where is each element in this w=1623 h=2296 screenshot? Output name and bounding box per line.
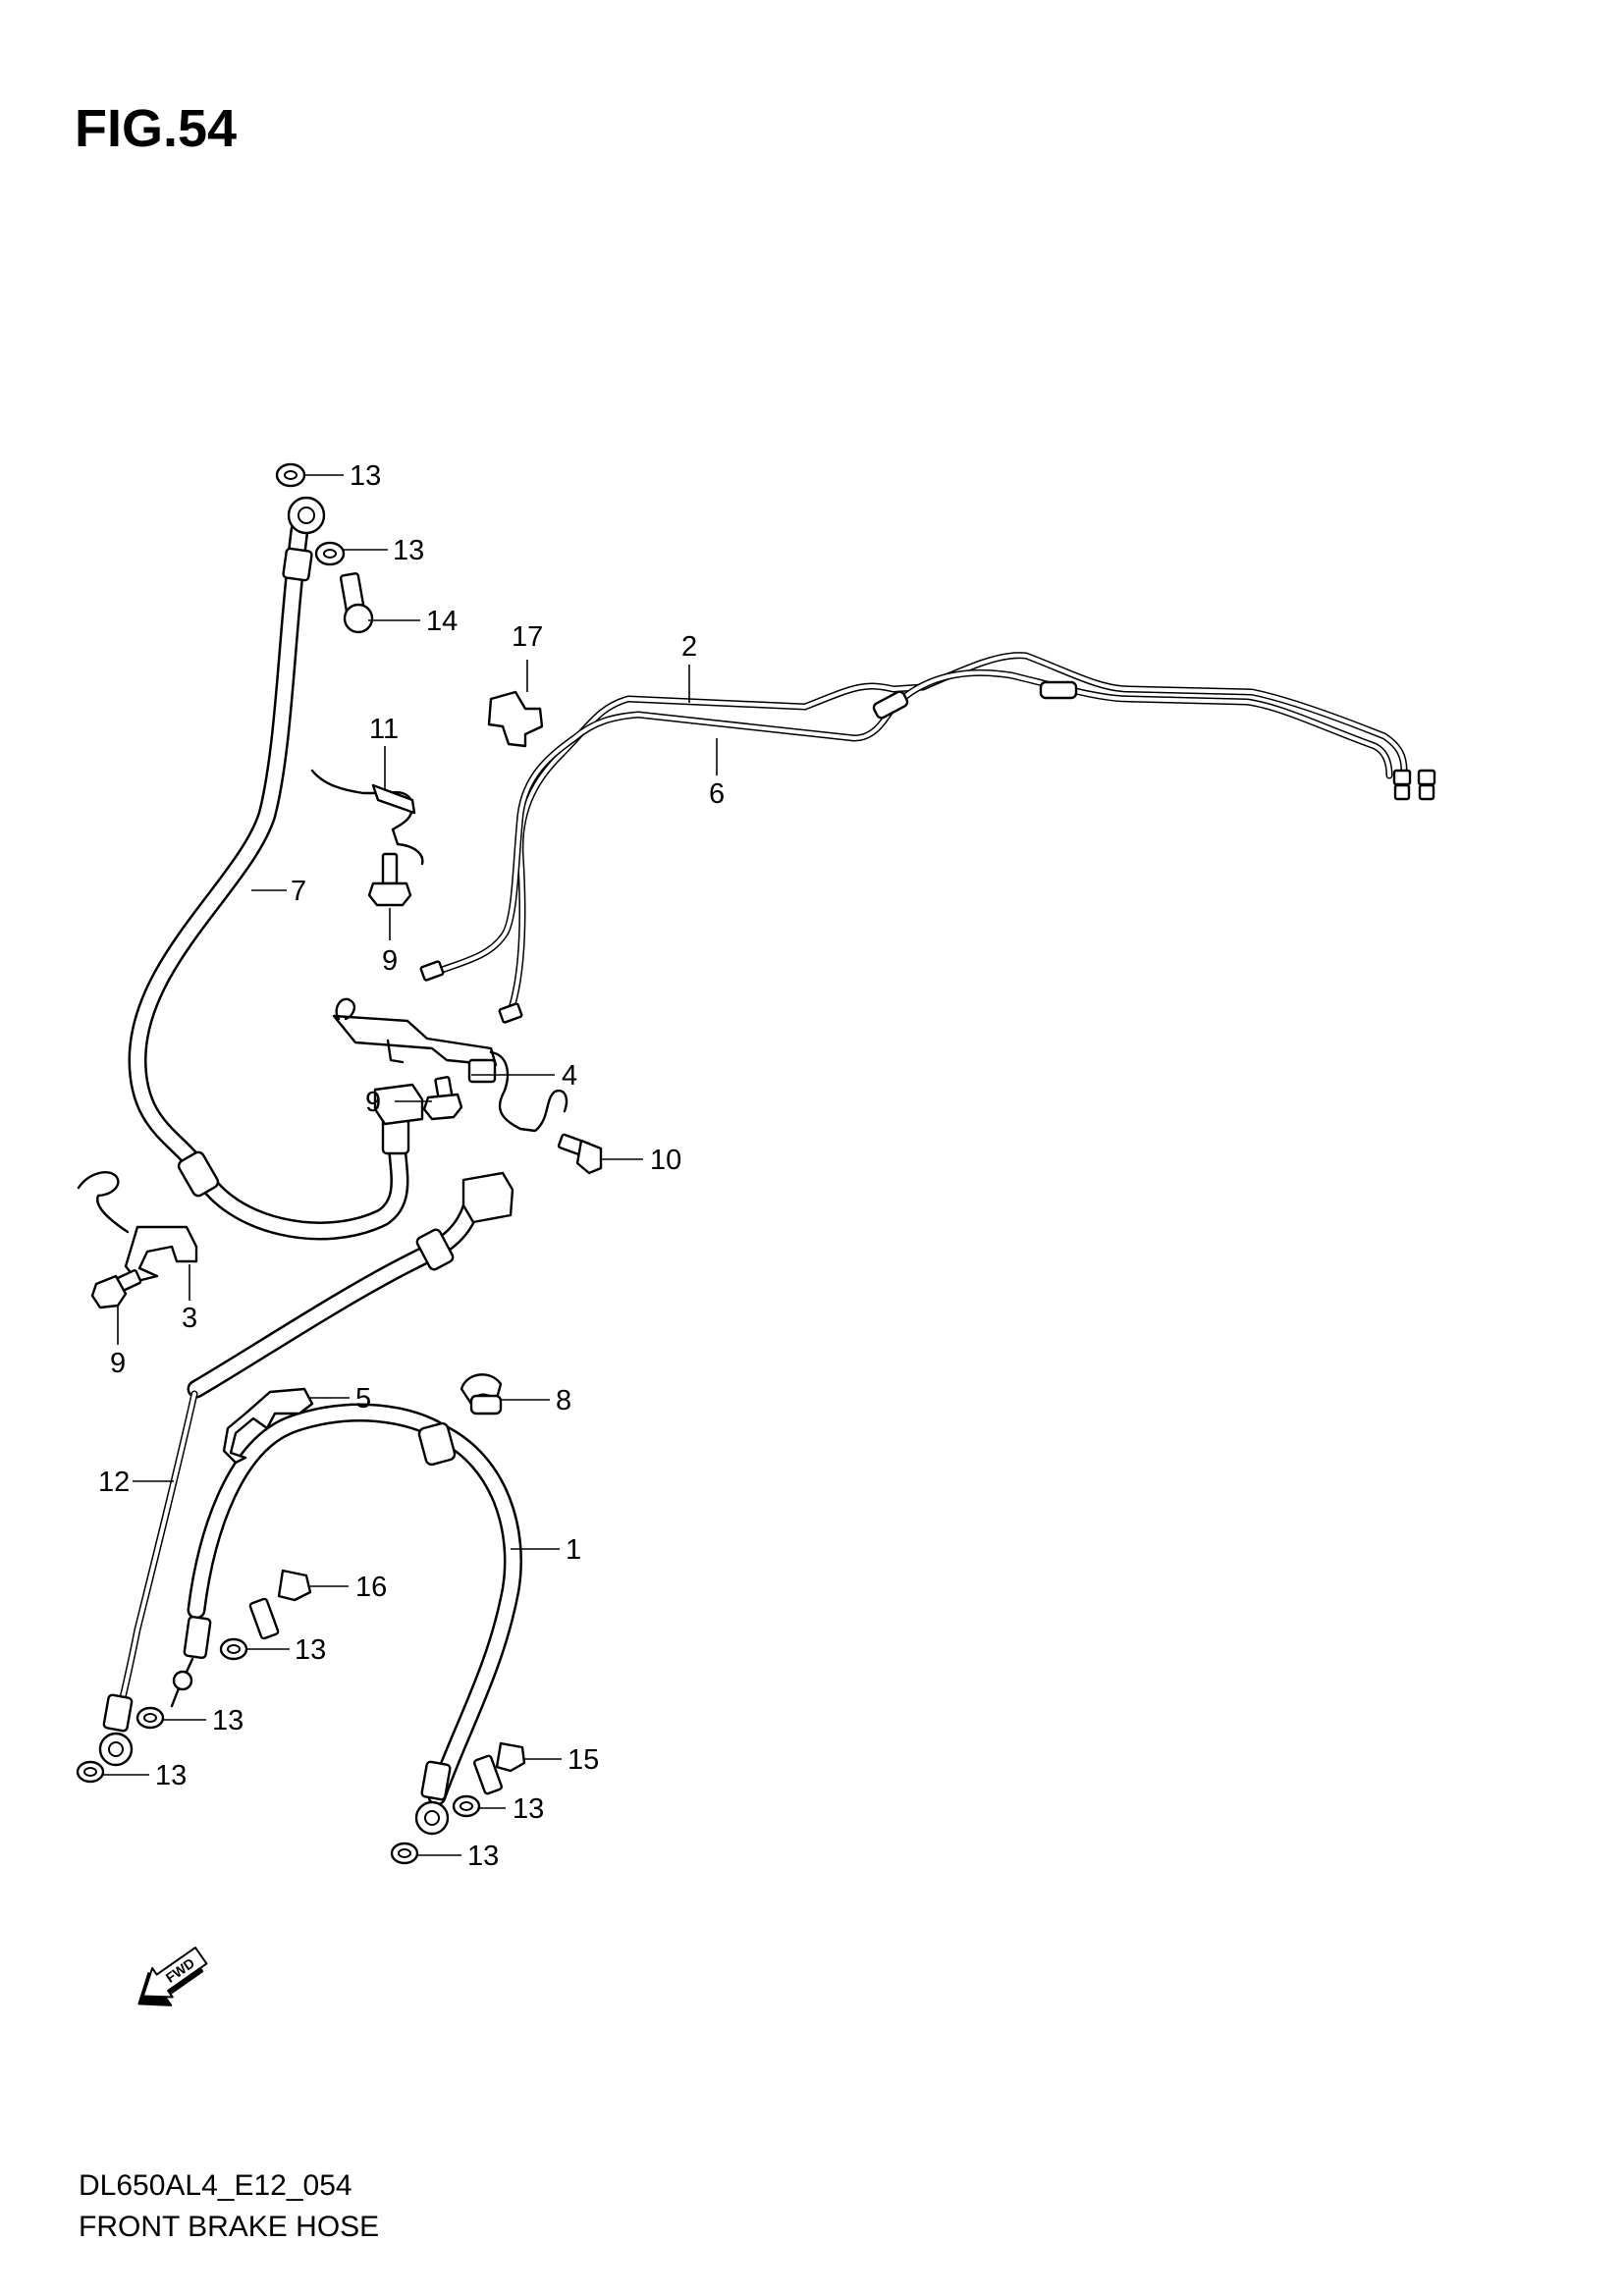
- callout-14: 14: [426, 606, 458, 637]
- callout-17: 17: [512, 621, 543, 653]
- callout-4: 4: [562, 1060, 577, 1092]
- clamp-5: [222, 1387, 314, 1465]
- callout-13: 13: [295, 1634, 326, 1666]
- callout-16: 16: [355, 1572, 387, 1603]
- union-bolt-15: [473, 1741, 526, 1795]
- washer-13-c: [219, 1637, 248, 1661]
- callout-11: 11: [369, 714, 399, 745]
- callout-9: 9: [110, 1348, 126, 1379]
- callout-5: 5: [355, 1383, 371, 1415]
- callout-13: 13: [155, 1760, 187, 1791]
- model-code: DL650AL4_E12_054: [79, 2169, 352, 2202]
- figure-caption: FRONT BRAKE HOSE: [79, 2211, 380, 2243]
- leader-lines: [102, 474, 718, 1856]
- union-bolt-14: [339, 572, 374, 634]
- callout-13: 13: [212, 1705, 243, 1736]
- washer-13-b: [314, 541, 346, 566]
- clamp-17: [487, 690, 544, 748]
- union-bolt-16: [248, 1569, 312, 1640]
- callout-2: 2: [681, 631, 697, 663]
- brake-hose-12: [98, 1171, 514, 1767]
- callout-9: 9: [365, 1087, 381, 1118]
- callout-15: 15: [568, 1744, 599, 1776]
- washer-13-g: [390, 1842, 419, 1865]
- bolt-9-middle: [422, 1076, 463, 1121]
- forward-arrow-icon: FWD: [137, 1947, 208, 2006]
- bolt-10: [557, 1133, 603, 1175]
- callout-12: 12: [98, 1467, 130, 1498]
- callout-9: 9: [382, 945, 398, 977]
- callout-13: 13: [350, 460, 381, 492]
- bolt-9-upper: [367, 852, 412, 907]
- bracket-4: [332, 997, 568, 1133]
- brake-pipe-6: [433, 668, 1393, 976]
- callout-13: 13: [513, 1793, 544, 1825]
- figure-title: FIG.54: [75, 99, 238, 158]
- pipe-end-fittings: [419, 769, 1436, 1024]
- callout-6: 6: [709, 778, 725, 810]
- callout-1: 1: [566, 1534, 581, 1566]
- brake-hose-7: [128, 496, 424, 1241]
- washer-13-d: [135, 1706, 165, 1730]
- bracket-11: [310, 769, 424, 866]
- brake-hose-1: [170, 1403, 522, 1836]
- callout-7: 7: [291, 876, 306, 907]
- callout-8: 8: [556, 1385, 571, 1416]
- callout-10: 10: [650, 1145, 681, 1176]
- callout-13: 13: [393, 535, 424, 566]
- callout-13: 13: [467, 1841, 499, 1872]
- callout-3: 3: [182, 1303, 197, 1334]
- washer-13-f: [452, 1794, 481, 1818]
- washer-13-a: [275, 462, 306, 488]
- bolt-9-lower: [90, 1269, 142, 1309]
- bracket-3: [77, 1171, 198, 1283]
- clamp-8: [460, 1373, 503, 1415]
- washer-13-e: [76, 1760, 105, 1784]
- callout-labels: 13 13 14 17 2 6 11 7 9 4 9 10 3 9 5 8 12…: [98, 460, 725, 1872]
